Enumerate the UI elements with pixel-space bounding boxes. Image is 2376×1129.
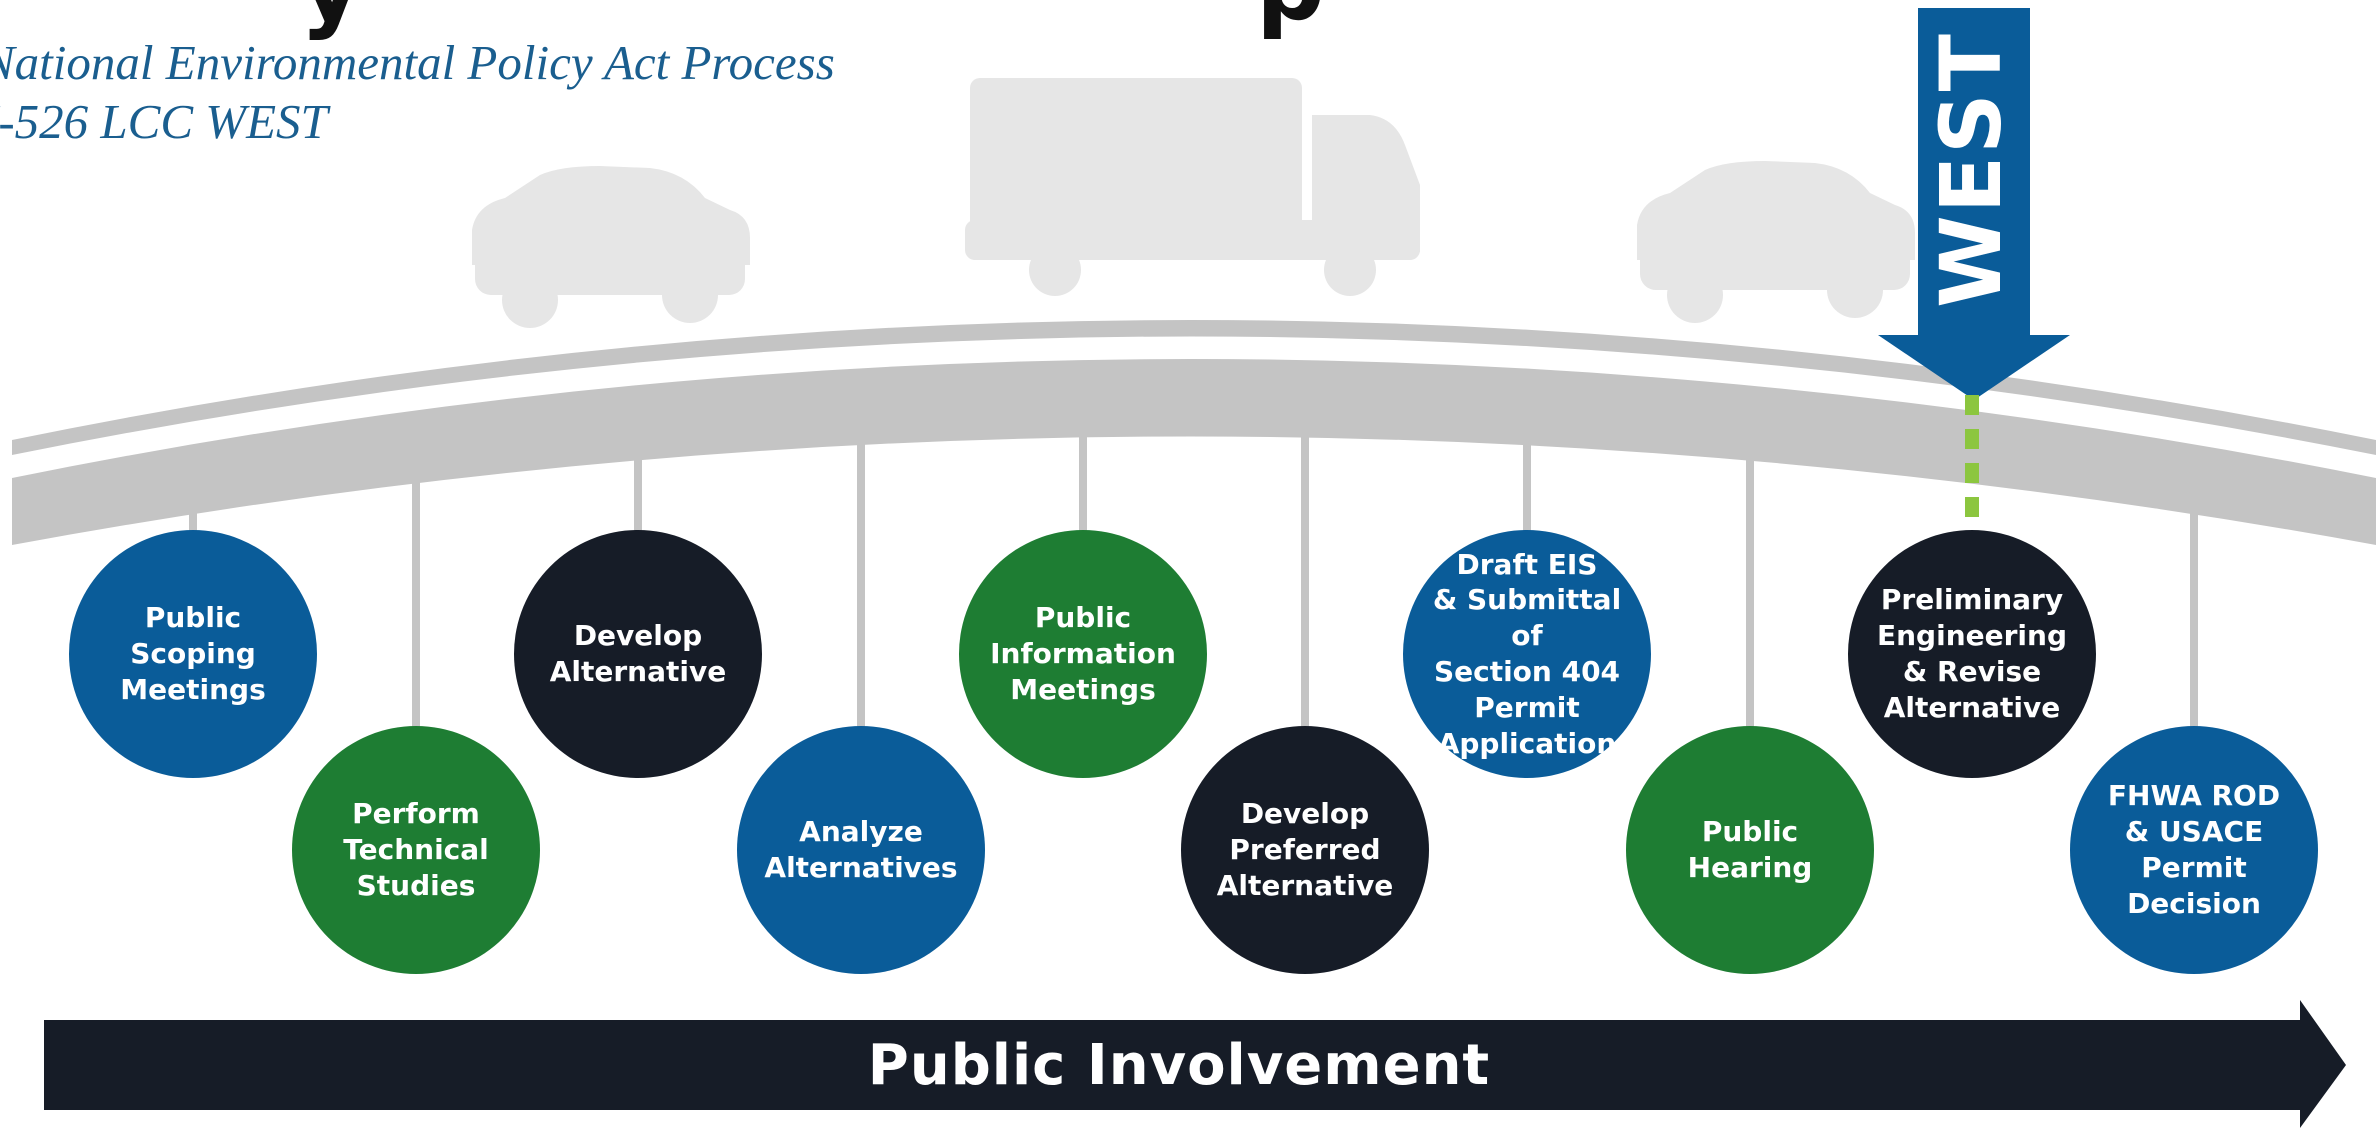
- process-step-label: FHWA ROD & USACE Permit Decision: [2107, 779, 2281, 920]
- process-step: FHWA ROD & USACE Permit Decision: [2070, 726, 2318, 974]
- process-step: Public Information Meetings: [959, 530, 1207, 778]
- bridge-deck: [12, 359, 2376, 545]
- process-step-label: Preliminary Engineering & Revise Alterna…: [1877, 583, 2067, 724]
- car-icon: [472, 166, 750, 328]
- process-step-label: Develop Preferred Alternative: [1216, 797, 1394, 902]
- public-involvement-label: Public Involvement: [867, 1032, 1491, 1098]
- title-fragment-1: y: [300, 0, 363, 42]
- process-step-label: Public Scoping Meetings: [120, 601, 266, 706]
- bridge-rail: [12, 320, 2376, 455]
- process-step: Public Hearing: [1626, 726, 1874, 974]
- process-step: Draft EIS & Submittal of Section 404 Per…: [1403, 530, 1651, 778]
- process-step: Develop Alternative: [514, 530, 762, 778]
- process-step: Develop Preferred Alternative: [1181, 726, 1429, 974]
- public-involvement-arrow: [44, 1000, 2346, 1128]
- process-step-label: Perform Technical Studies: [343, 797, 489, 902]
- process-step-label: Public Hearing: [1687, 815, 1813, 884]
- truck-icon: [965, 78, 1420, 296]
- car-icon: [1637, 161, 1915, 323]
- west-marker-arrow: [1878, 8, 2070, 400]
- process-step-label: Develop Alternative: [549, 619, 727, 688]
- title-fragment-2: p: [1256, 0, 1325, 42]
- process-step-label: Draft EIS & Submittal of Section 404 Per…: [1432, 547, 1622, 760]
- process-step: Public Scoping Meetings: [69, 530, 317, 778]
- west-text: WEST: [1922, 32, 2020, 308]
- bridge-hangers: [189, 397, 2198, 736]
- west-marker-label: WEST: [1916, 10, 2026, 330]
- process-step: Analyze Alternatives: [737, 726, 985, 974]
- subtitle-process: National Environmental Policy Act Proces…: [0, 35, 835, 90]
- subtitle-project: I-526 LCC WEST: [0, 94, 328, 149]
- process-step-label: Public Information Meetings: [990, 601, 1176, 706]
- process-step-label: Analyze Alternatives: [764, 815, 958, 884]
- process-step: Preliminary Engineering & Revise Alterna…: [1848, 530, 2096, 778]
- process-step: Perform Technical Studies: [292, 726, 540, 974]
- page-title-fragment: y p: [300, 0, 1325, 34]
